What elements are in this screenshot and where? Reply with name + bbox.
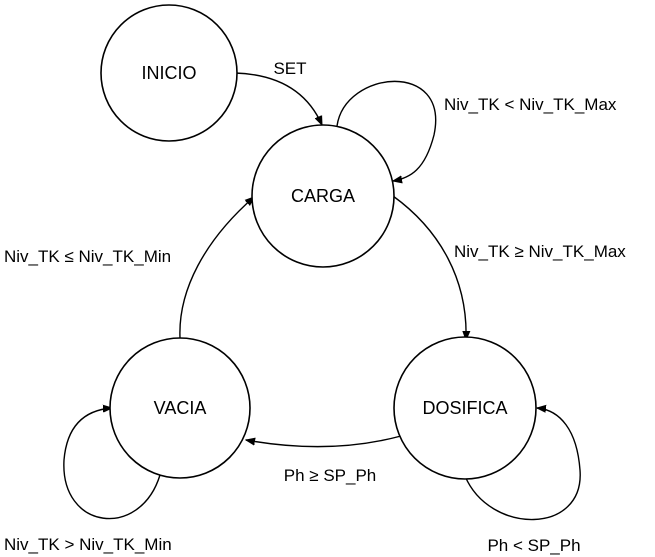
edge-carga-to-dosifica [392, 195, 466, 340]
edge-dosifica-self-loop [464, 408, 581, 521]
edge-inicio-to-carga [234, 72, 323, 125]
state-carga: CARGA [251, 124, 395, 268]
state-vacia-label: VACIA [154, 398, 207, 418]
state-inicio-label: INICIO [141, 63, 196, 83]
transition-label-dosifica-to-vacia: Ph ≥ SP_Ph [284, 466, 377, 485]
edge-carga-self-loop [336, 80, 437, 181]
edge-dosifica-to-vacia [246, 435, 402, 448]
transition-label-vacia-self: Niv_TK > Niv_TK_Min [4, 535, 172, 554]
state-dosifica: DOSIFICA [393, 336, 537, 480]
transition-label-set: SET [273, 59, 306, 78]
state-vacia: VACIA [109, 337, 251, 479]
transition-label-carga-to-dosifica: Niv_TK ≥ Niv_TK_Max [454, 242, 626, 261]
state-carga-label: CARGA [291, 186, 355, 206]
state-dosifica-label: DOSIFICA [422, 398, 507, 418]
transition-label-dosifica-self: Ph < SP_Ph [487, 536, 580, 555]
edge-vacia-to-carga [179, 197, 254, 339]
state-inicio: INICIO [100, 4, 238, 142]
transition-label-vacia-to-carga: Niv_TK ≤ Niv_TK_Min [4, 247, 171, 266]
edge-vacia-self-loop [63, 408, 161, 520]
transition-label-carga-self: Niv_TK < Niv_TK_Max [444, 95, 617, 114]
